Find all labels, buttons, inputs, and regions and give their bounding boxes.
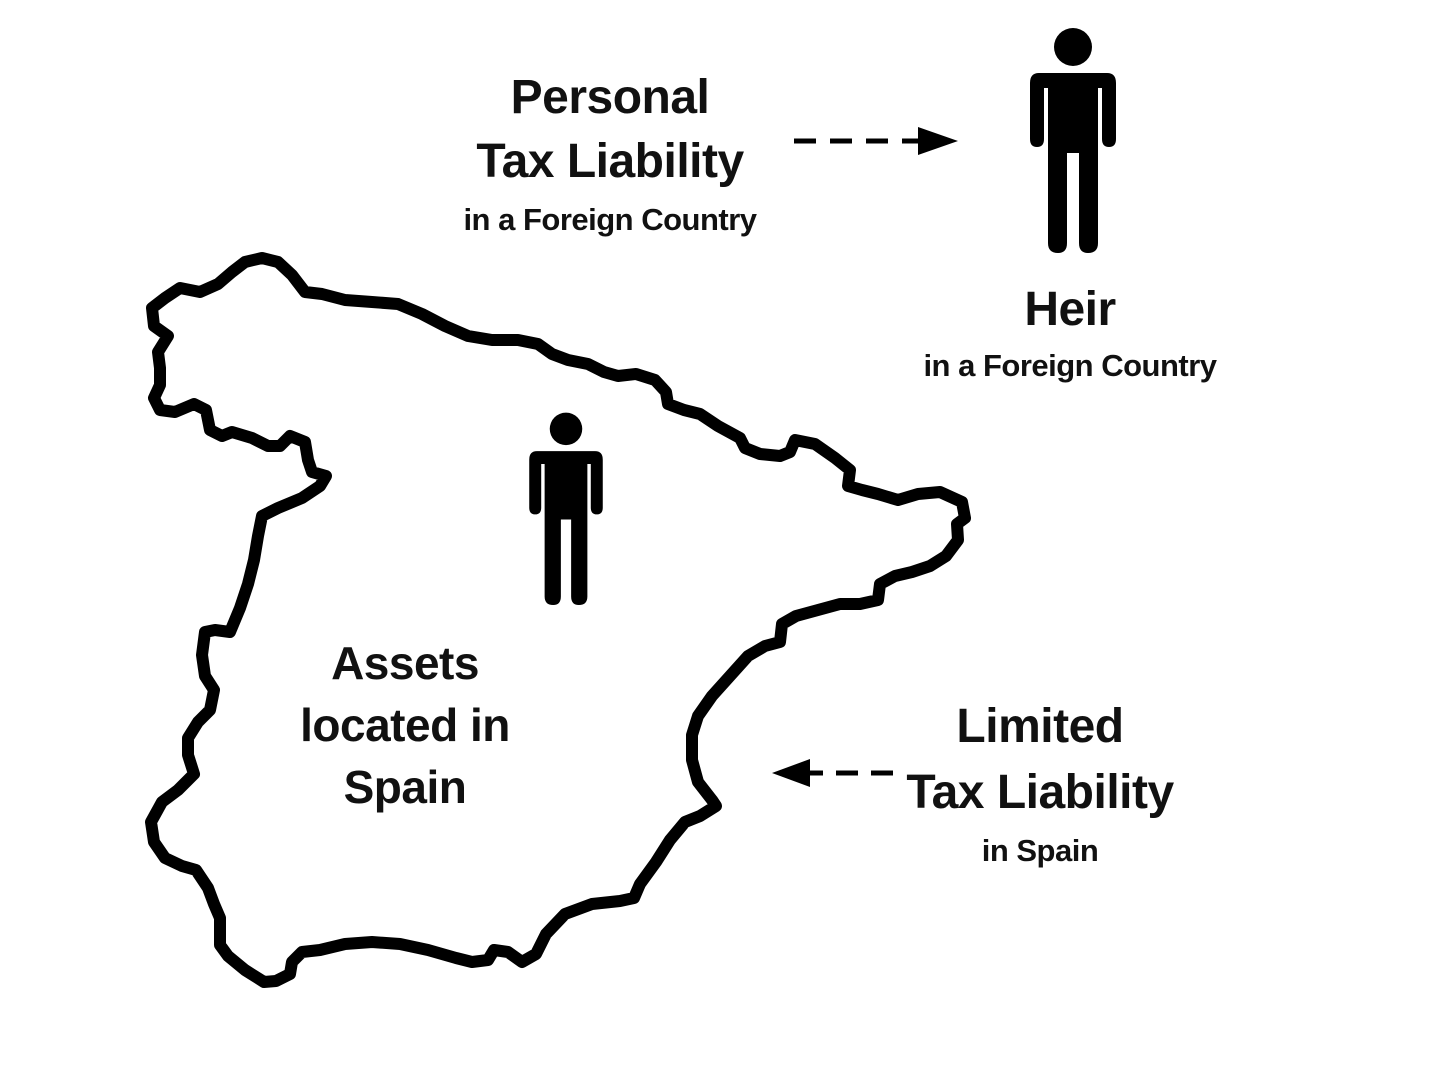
- personal-tax-liability-label: Personal Tax Liability in a Foreign Coun…: [440, 71, 780, 237]
- personal-title: Personal: [510, 71, 710, 124]
- dashed-arrow-right-icon: [794, 127, 958, 155]
- assets-line-2: located in: [300, 699, 510, 751]
- limited-subtitle: Tax Liability: [906, 766, 1174, 819]
- spain-map-outline: [145, 252, 971, 988]
- heir-title: Heir: [1024, 283, 1116, 336]
- personal-caption: in a Foreign Country: [463, 202, 757, 237]
- dashed-arrow-left-icon: [772, 759, 893, 787]
- deceased-person-icon: [529, 412, 603, 606]
- personal-subtitle: Tax Liability: [476, 135, 744, 188]
- heir-label: Heir in a Foreign Country: [900, 283, 1240, 383]
- limited-tax-liability-label: Limited Tax Liability in Spain: [880, 700, 1200, 868]
- assets-line-3: Spain: [343, 761, 467, 813]
- assets-label: Assets located in Spain: [260, 640, 550, 826]
- heir-caption: in a Foreign Country: [923, 348, 1217, 383]
- heir-person-icon: [1030, 28, 1116, 253]
- limited-title: Limited: [956, 700, 1124, 753]
- limited-caption: in Spain: [981, 833, 1099, 868]
- assets-line-1: Assets: [331, 637, 479, 689]
